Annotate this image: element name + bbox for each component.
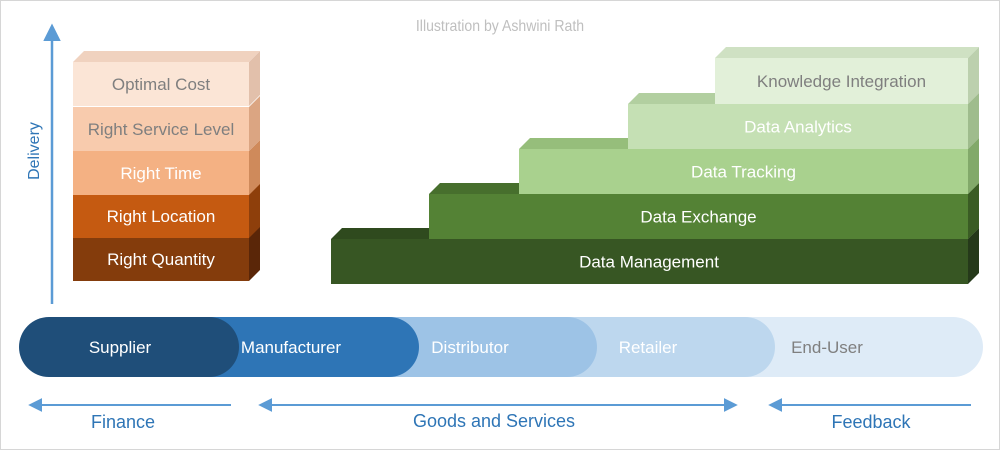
delivery-block-face (73, 151, 249, 195)
delivery-block-right-quantity: Right Quantity (73, 226, 260, 281)
delivery-block-face (73, 107, 249, 151)
delivery-block-side (249, 226, 260, 281)
data-step-side (968, 138, 979, 194)
delivery-block-face (73, 62, 249, 106)
chain-stage-label: Distributor (431, 338, 509, 357)
delivery-block-side (249, 51, 260, 106)
chain-stage-manufacturer: Manufacturer (179, 317, 419, 377)
delivery-block-label: Right Quantity (107, 250, 215, 269)
data-step-face (628, 104, 968, 149)
supply-chain-bar: End-User Retailer Distributor Manufacturer S… (19, 317, 983, 377)
delivery-block-right-service-level: Right Service Level (73, 96, 260, 151)
data-step-top (715, 47, 979, 58)
data-step-face (715, 58, 968, 104)
data-step-label: Data Analytics (744, 118, 852, 137)
flow-label-finance: Finance (91, 412, 155, 432)
data-step-side (968, 47, 979, 104)
chain-stage-label: Manufacturer (241, 338, 341, 357)
data-step-label: Data Exchange (640, 208, 756, 227)
chain-stage-label: End-User (791, 338, 863, 357)
data-step-face (331, 239, 968, 284)
chain-stage-capsule (535, 317, 775, 377)
data-step-label: Knowledge Integration (757, 72, 926, 91)
delivery-label: Delivery (26, 122, 43, 180)
chain-stage-capsule (19, 317, 239, 377)
delivery-block-side (249, 183, 260, 238)
data-step-face (519, 149, 968, 194)
delivery-block-optimal-cost: Optimal Cost (73, 51, 260, 106)
chain-stage-capsule (357, 317, 597, 377)
data-step-face (429, 194, 968, 239)
delivery-stack: Right Quantity Right Location Right Time Ri… (73, 51, 260, 281)
delivery-block-side (249, 140, 260, 195)
chain-stage-retailer: Retailer (535, 317, 775, 377)
chain-stage-supplier: Supplier (19, 317, 239, 377)
chain-stage-label: Retailer (619, 338, 678, 357)
flow-label-feedback: Feedback (831, 412, 911, 432)
chain-stage-capsule (713, 317, 983, 377)
delivery-block-face (73, 237, 249, 281)
data-step-label: Data Management (579, 253, 719, 272)
credit-text: Illustration by Ashwini Rath (416, 17, 584, 35)
delivery-block-right-time: Right Time (73, 140, 260, 195)
delivery-block-top (73, 51, 260, 62)
chain-stage-capsule (179, 317, 419, 377)
data-step-knowledge-integration: Knowledge Integration (715, 47, 979, 104)
chain-stage-distributor: Distributor (357, 317, 597, 377)
chain-stage-end-user: End-User (713, 317, 983, 377)
data-step-side (968, 228, 979, 284)
delivery-block-label: Right Location (107, 207, 216, 226)
data-step-side (968, 93, 979, 149)
data-steps: Data Management Data Exchange Data Trackin… (331, 47, 979, 284)
flow-label-goods-and-services: Goods and Services (413, 411, 575, 431)
delivery-block-label: Optimal Cost (112, 75, 211, 94)
chain-stage-label: Supplier (89, 338, 152, 357)
data-step-label: Data Tracking (691, 163, 796, 182)
delivery-block-label: Right Time (120, 164, 201, 183)
delivery-block-label: Right Service Level (88, 120, 234, 139)
delivery-block-right-location: Right Location (73, 183, 260, 238)
delivery-block-side (249, 96, 260, 151)
delivery-block-face (73, 194, 249, 238)
data-step-side (968, 183, 979, 239)
